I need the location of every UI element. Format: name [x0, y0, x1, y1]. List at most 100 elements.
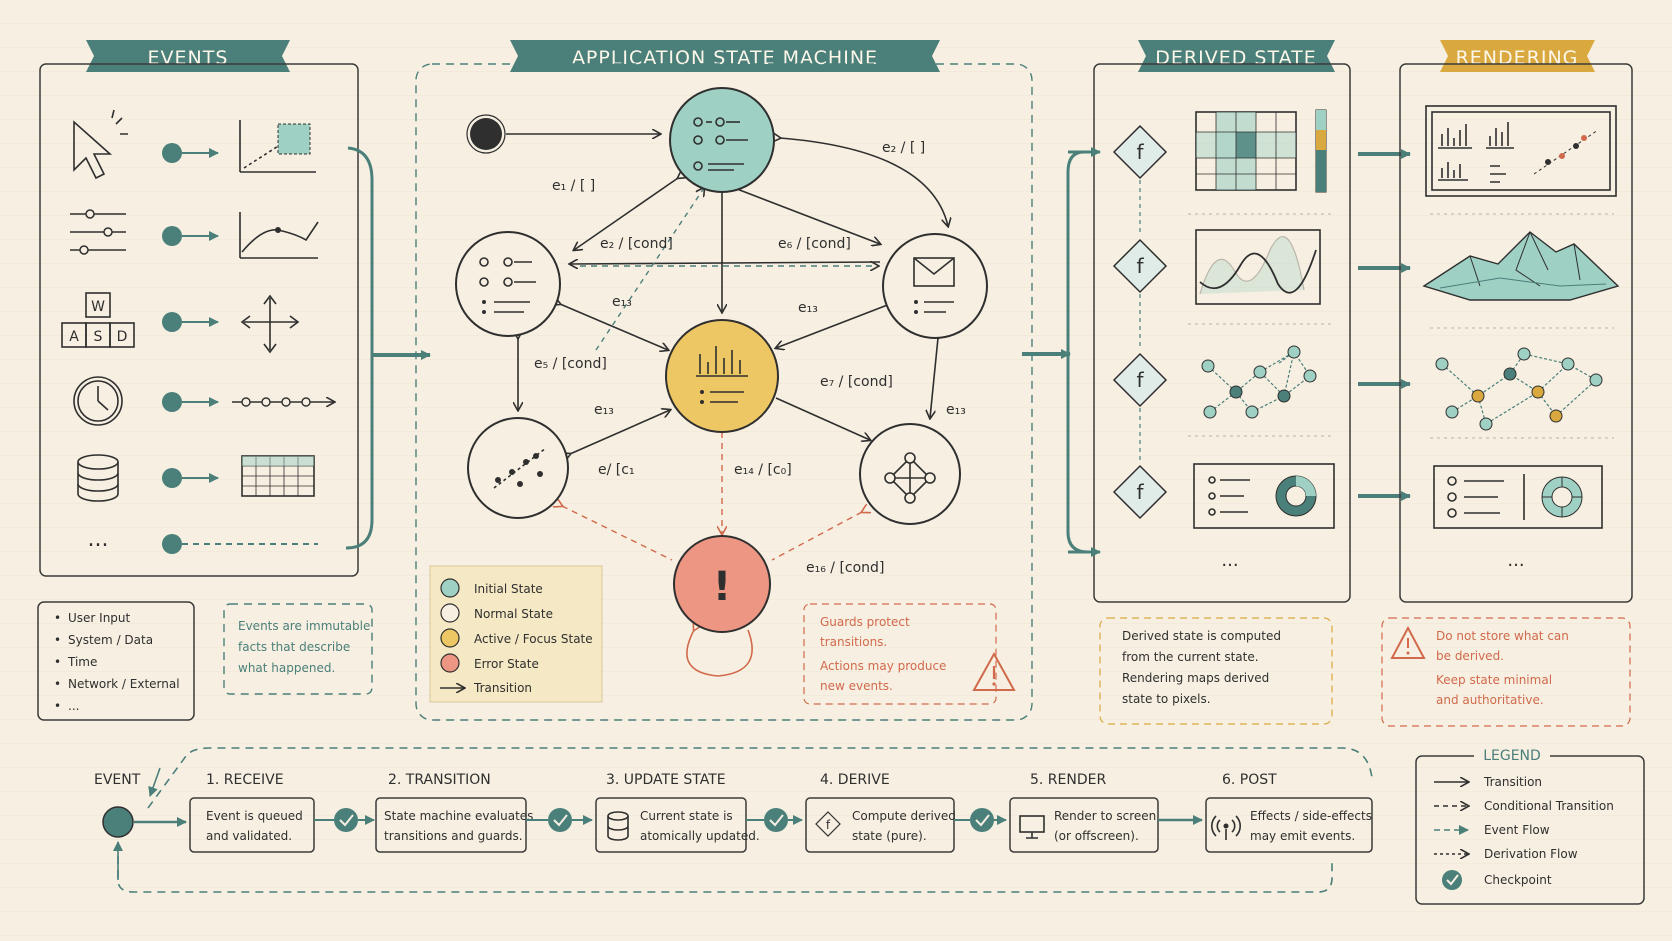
- legend-title: LEGEND: [1483, 748, 1541, 764]
- function-icon: f: [1136, 368, 1144, 392]
- rendering-panel: [1399, 63, 1633, 603]
- derived-note-line: state to pixels.: [1122, 692, 1211, 706]
- render-note: Do not store what can be derived. Keep s…: [1436, 629, 1569, 707]
- transition-label: e₅ / [cond]: [534, 356, 607, 372]
- derived-more: ...: [1221, 550, 1238, 571]
- events-panel: [39, 63, 359, 577]
- transition-label: e₆ / [cond]: [778, 236, 851, 252]
- events-list-item: Time: [67, 655, 97, 669]
- state-mail[interactable]: [882, 233, 988, 339]
- events-note-line: facts that describe: [238, 640, 350, 654]
- guards-note-line: transitions.: [820, 635, 887, 649]
- transition-label: e₇ / [cond]: [820, 374, 893, 390]
- derived-panel: [1093, 63, 1351, 603]
- render-terrain: [1422, 231, 1620, 301]
- checkpoint-2: [526, 808, 593, 832]
- function-icon: f: [1136, 480, 1144, 504]
- pipeline-start-label: EVENT: [94, 772, 141, 788]
- step-title: 6. POST: [1222, 772, 1277, 788]
- events-note-box: [223, 603, 373, 695]
- step-desc: transitions and guards.: [384, 829, 523, 843]
- transition-label: e₁₃: [946, 402, 966, 418]
- step-title: 4. DERIVE: [820, 772, 890, 788]
- legend-normal: Normal State: [474, 607, 553, 621]
- legend-item: Checkpoint: [1484, 873, 1552, 887]
- step-desc: Compute derived: [852, 809, 956, 823]
- step-desc: State machine evaluates: [384, 809, 533, 823]
- pipeline-step-render: 5. RENDER Render to screen (or offscreen…: [1009, 772, 1159, 853]
- state-initial[interactable]: [669, 87, 775, 193]
- initial-pseudostate: [470, 118, 502, 150]
- state-graph[interactable]: [859, 423, 961, 525]
- legend-item: Conditional Transition: [1484, 799, 1614, 813]
- derived-dashboard: [1193, 463, 1335, 529]
- transitions: [518, 138, 948, 677]
- legend-item: Event Flow: [1484, 823, 1550, 837]
- pipeline-step-update: 3. UPDATE STATE Current state is atomica…: [595, 772, 760, 853]
- pipeline-event-node: [102, 806, 134, 838]
- derived-note-box: [1099, 617, 1333, 725]
- events-list-item: User Input: [68, 611, 131, 625]
- transition-label: e₁ / [ ]: [552, 178, 595, 194]
- derived-heatmap: [1195, 109, 1327, 193]
- transition-label: e₂ / [ ]: [882, 140, 925, 156]
- state-scatter[interactable]: [467, 417, 569, 519]
- derived-note-line: Derived state is computed: [1122, 629, 1281, 643]
- monitor-icon: [1019, 815, 1045, 839]
- events-note-line: Events are immutable: [238, 619, 370, 633]
- render-arrows: [1358, 149, 1411, 501]
- transition-label: e₂ / [cond]: [600, 236, 673, 252]
- legend-active: Active / Focus State: [474, 632, 593, 646]
- function-icon: f: [1136, 254, 1144, 278]
- legend-items: Transition Conditional Transition Event …: [1434, 775, 1614, 890]
- guards-note-line: new events.: [820, 679, 893, 693]
- events-note-line: what happened.: [238, 661, 335, 675]
- events-list-item: System / Data: [68, 633, 153, 647]
- step-desc: Current state is: [640, 809, 733, 823]
- events-list: •User Input •System / Data •Time •Networ…: [54, 611, 180, 713]
- key-a: A: [69, 329, 79, 345]
- svg-text:•: •: [54, 677, 61, 691]
- state-list[interactable]: [455, 231, 561, 337]
- rendering-title: RENDERING: [1456, 47, 1579, 69]
- state-machine-header: APPLICATION STATE MACHINE: [510, 40, 940, 72]
- broadcast-icon: [1211, 815, 1241, 840]
- render-dashboard: [1425, 105, 1617, 197]
- step-desc: atomically updated.: [640, 829, 760, 843]
- transition-labels: e₁ / [ ] e₂ / [ ] e₂ / [cond] e₆ / [cond…: [534, 140, 966, 576]
- events-list-box: [37, 601, 195, 721]
- rendering-more: ...: [1507, 550, 1524, 571]
- render-note-line: Do not store what can: [1436, 629, 1569, 643]
- step-desc: Effects / side-effects: [1250, 809, 1372, 823]
- keyboard-icon: W A S D: [61, 292, 135, 348]
- step-desc: Event is queued: [206, 809, 303, 823]
- checkpoint-1: [314, 808, 375, 832]
- step-title: 3. UPDATE STATE: [606, 772, 726, 788]
- derived-note-line: Rendering maps derived: [1122, 671, 1269, 685]
- derived-header: DERIVED STATE: [1138, 40, 1335, 72]
- render-note-line: be derived.: [1436, 649, 1504, 663]
- render-note-line: Keep state minimal: [1436, 673, 1552, 687]
- rendering-header: RENDERING: [1440, 40, 1595, 72]
- derived-wave: [1195, 229, 1321, 305]
- step-title: 1. RECEIVE: [206, 772, 284, 788]
- svg-text:•: •: [54, 655, 61, 669]
- state-active[interactable]: [665, 319, 779, 433]
- events-header: EVENTS: [86, 40, 290, 72]
- pipeline-step-transition: 2. TRANSITION State machine evaluates tr…: [375, 772, 533, 853]
- transition-label: e/ [c₁: [598, 462, 635, 478]
- clock-icon: [73, 376, 123, 426]
- svg-text:•: •: [54, 633, 61, 647]
- state-error[interactable]: !: [673, 535, 771, 633]
- render-network: [1435, 347, 1603, 431]
- pipeline-loop-top: [147, 747, 1373, 809]
- database-icon: [77, 454, 119, 502]
- derived-note: Derived state is computed from the curre…: [1122, 629, 1281, 706]
- error-icon: !: [713, 564, 731, 610]
- derived-title: DERIVED STATE: [1155, 47, 1316, 69]
- pipeline-step-receive: 1. RECEIVE Event is queued and validated…: [189, 772, 315, 853]
- transition-label: e₁₆ / [cond]: [806, 560, 884, 576]
- legend-item: Derivation Flow: [1484, 847, 1578, 861]
- guards-note-box: [803, 603, 997, 705]
- events-title: EVENTS: [148, 47, 229, 69]
